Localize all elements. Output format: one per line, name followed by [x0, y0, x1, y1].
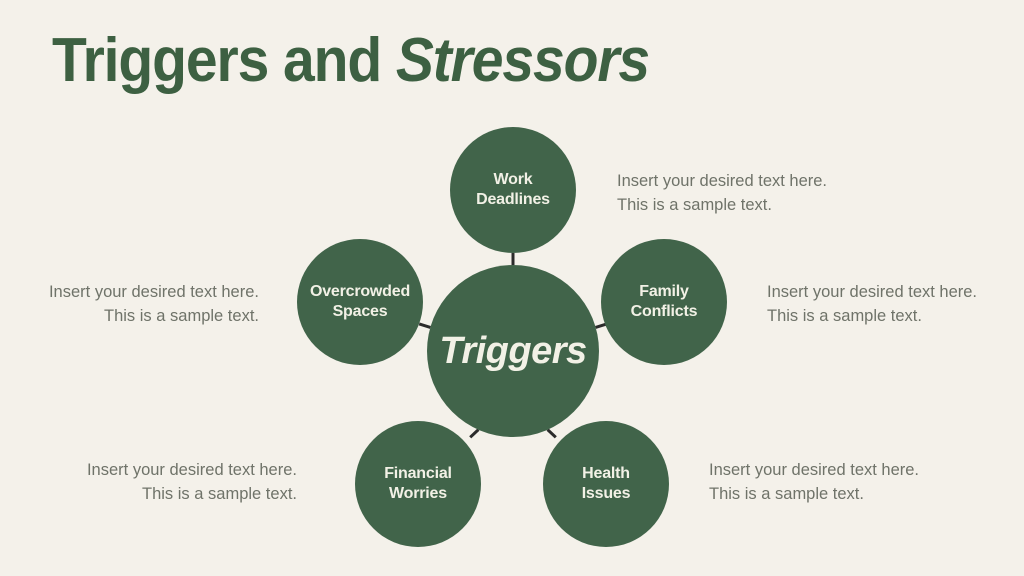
page-title: Triggers and Stressors	[52, 26, 650, 95]
caption-work-deadlines-line1: Insert your desired text here.	[617, 172, 828, 190]
caption-overcrowded-spaces-line2: This is a sample text.	[104, 306, 259, 325]
connector-crowded	[418, 322, 431, 329]
connector-health	[546, 428, 557, 439]
caption-financial-worries: Insert your desired text here. This is a…	[87, 459, 297, 507]
page-title-main: Triggers and	[52, 26, 396, 95]
connector-financial	[469, 428, 480, 439]
node-center-triggers-label: Triggers	[439, 329, 587, 372]
caption-health-issues-line1: Insert your desired text here.	[709, 461, 920, 479]
caption-family-conflicts: Insert your desired text here. This is a…	[767, 281, 977, 329]
caption-financial-worries-line1: Insert your desired text here.	[86, 461, 297, 479]
caption-work-deadlines: Insert your desired text here. This is a…	[617, 170, 827, 218]
caption-family-conflicts-line2: This is a sample text.	[767, 306, 922, 325]
caption-financial-worries-line2: This is a sample text.	[142, 484, 297, 503]
caption-health-issues-line2: This is a sample text.	[709, 484, 864, 503]
caption-family-conflicts-line1: Insert your desired text here.	[767, 283, 978, 301]
caption-health-issues: Insert your desired text here. This is a…	[709, 459, 919, 507]
node-center-triggers[interactable]: Triggers	[427, 265, 599, 437]
caption-work-deadlines-line2: This is a sample text.	[617, 195, 772, 214]
caption-overcrowded-spaces-line1: Insert your desired text here.	[48, 283, 259, 301]
caption-overcrowded-spaces: Insert your desired text here. This is a…	[49, 281, 259, 329]
page-title-emphasis: Stressors	[395, 26, 650, 95]
